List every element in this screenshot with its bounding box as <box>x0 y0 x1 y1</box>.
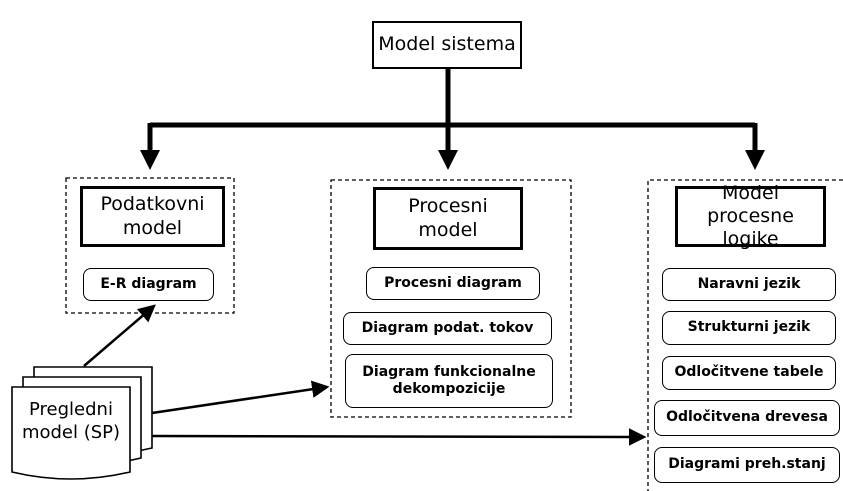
item-state-transition-diagrams: Diagrami preh.stanj <box>654 447 840 483</box>
group-title-process-model: Procesni model <box>373 187 523 250</box>
group-title-data-model: Podatkovni model <box>80 186 225 247</box>
document-page-front <box>11 386 131 480</box>
arrow-doc-to-process <box>151 380 330 415</box>
group-title-process-logic: Model procesne logike <box>675 182 826 250</box>
arrow-doc-to-logic <box>151 428 647 446</box>
group-frame-logic <box>647 179 843 491</box>
item-process-diagram: Procesni diagram <box>366 267 540 300</box>
item-decision-tables: Odločitvene tabele <box>662 356 836 390</box>
item-data-flow-diagram: Diagram podat. tokov <box>343 312 552 345</box>
item-er-diagram: E-R diagram <box>83 268 214 301</box>
overview-model-label: Pregledni model (SP) <box>21 399 121 444</box>
item-functional-decomposition: Diagram funkcionalne dekompozicije <box>345 354 553 408</box>
root-box: Model sistema <box>372 21 522 69</box>
item-structured-language: Strukturni jezik <box>662 311 836 345</box>
item-natural-language: Naravni jezik <box>662 268 836 301</box>
arrow-doc-to-er <box>83 304 156 367</box>
group-frame-process <box>330 179 572 418</box>
item-decision-trees: Odločitvena drevesa <box>654 400 840 436</box>
